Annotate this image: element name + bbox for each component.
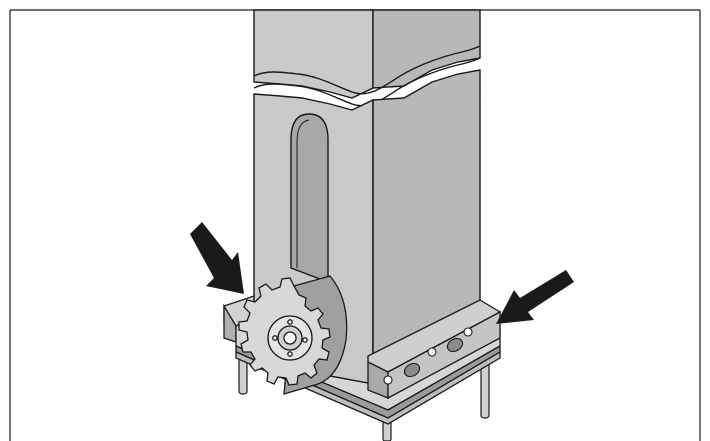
post-side-face-upper [372, 9, 481, 89]
slot-hole-2 [446, 337, 464, 353]
screw-hole-2 [427, 347, 437, 357]
pinion-gear [238, 275, 348, 395]
hub-screw-2 [302, 337, 308, 343]
base-plate-edge-lower [235, 350, 501, 425]
arrow-right-icon [496, 270, 574, 324]
hub-screw-4 [272, 335, 278, 341]
break-line-top [253, 45, 481, 95]
post-front-face-upper [253, 9, 374, 99]
slot-hole-1 [403, 362, 421, 378]
hub-screw-1 [287, 319, 293, 325]
hub-screw-3 [287, 351, 293, 357]
screw-hole-3 [463, 327, 473, 337]
arrow-left-icon [190, 222, 244, 294]
post-slot [290, 113, 329, 284]
callout-arrows [190, 222, 574, 324]
gear-hub-bore [283, 331, 297, 345]
screw-hole-1 [383, 375, 393, 385]
mounting-base-plate [223, 295, 502, 425]
adjustment-slots [383, 327, 473, 385]
